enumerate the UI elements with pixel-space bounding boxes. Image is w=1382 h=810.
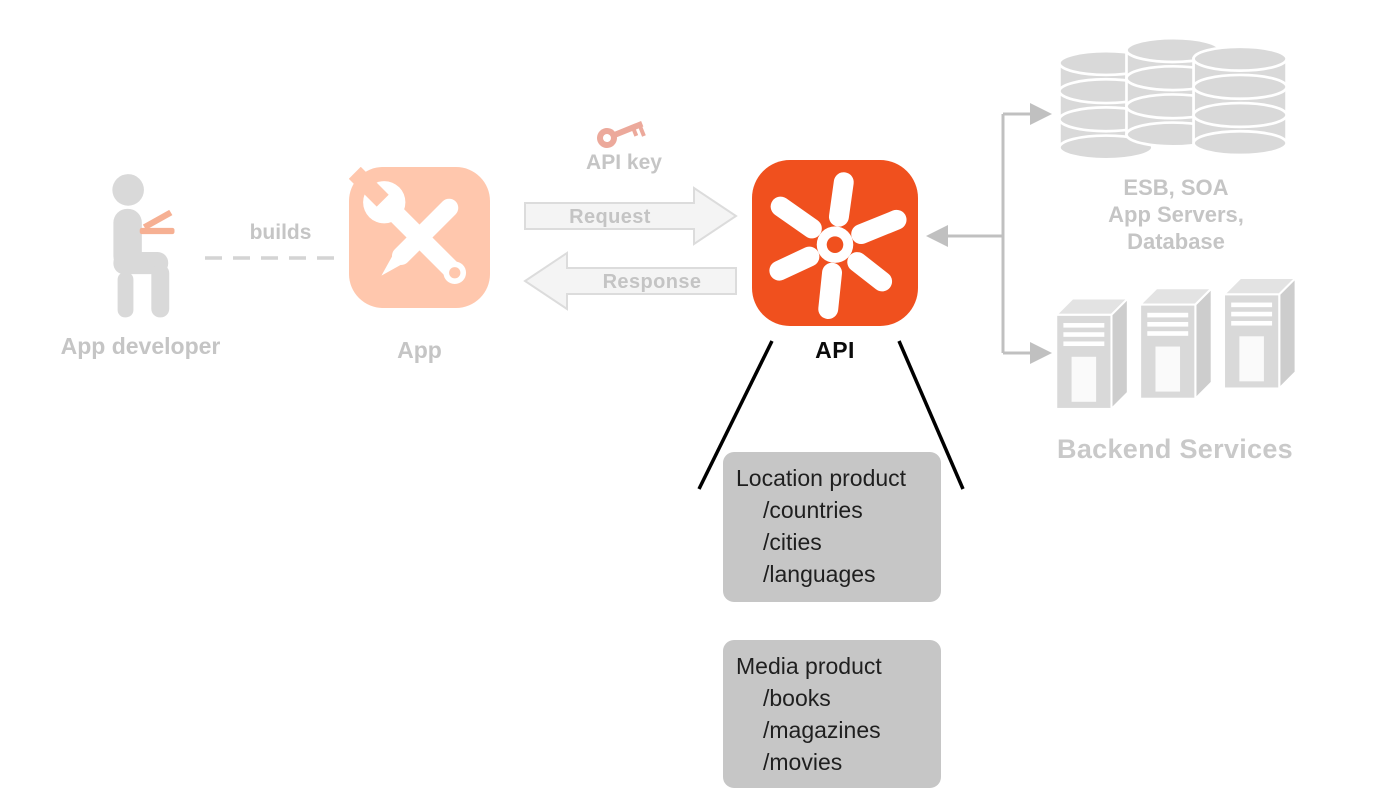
laptop-icon (139, 209, 175, 235)
product-title: Location product (736, 465, 907, 491)
backend-top-line: App Servers, (1108, 202, 1244, 227)
database-icon (1058, 36, 1288, 161)
response-label: Response (603, 271, 702, 293)
arrowhead-to-servers (1030, 342, 1052, 364)
response-arrow: Response (523, 251, 737, 311)
arrowhead-to-database (1030, 103, 1052, 125)
app-developer-label: App developer (60, 333, 221, 359)
api-label: API (815, 337, 855, 363)
api-spoke-icon (769, 172, 907, 320)
backend-services-label: Backend Services (1057, 434, 1293, 464)
product-path: /languages (763, 561, 876, 587)
pencil-icon (392, 198, 459, 265)
arrowhead-to-api (926, 225, 948, 247)
api-icon (752, 160, 918, 326)
product-path: /cities (763, 529, 822, 555)
request-arrow: Request (524, 186, 738, 246)
product-box-media: Media product /books /magazines /movies (723, 640, 941, 788)
product-path: /movies (763, 749, 843, 775)
backend-top-label: ESB, SOA App Servers, Database (1070, 174, 1282, 255)
product-path: /magazines (763, 717, 881, 743)
servers-icon (1056, 278, 1298, 411)
wrench-pencil-icon (349, 167, 467, 285)
backend-top-line: Database (1127, 229, 1225, 254)
key-icon (597, 120, 646, 148)
request-label: Request (569, 206, 651, 228)
product-title: Media product (736, 653, 882, 679)
api-key-label: API key (586, 151, 662, 174)
builds-label: builds (249, 221, 312, 244)
product-path: /countries (763, 497, 863, 523)
app-label: App (397, 337, 442, 363)
app-icon (349, 167, 490, 308)
product-box-location: Location product /countries /cities /lan… (723, 452, 941, 602)
developer-icon (112, 174, 175, 318)
product-path: /books (763, 685, 831, 711)
backend-top-line: ESB, SOA (1123, 175, 1229, 200)
backend-connector (948, 112, 1031, 355)
